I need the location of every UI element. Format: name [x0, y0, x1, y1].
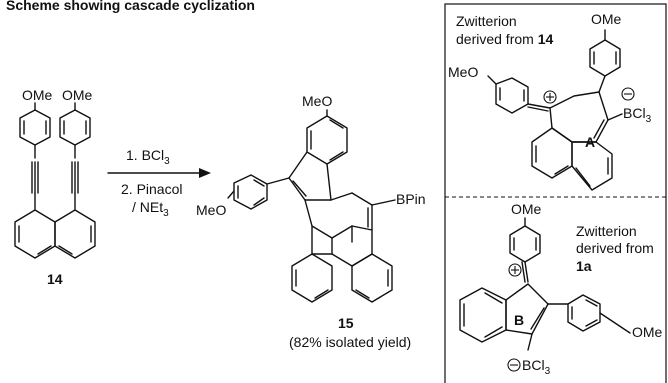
zwitterion-a-structure: [487, 29, 623, 191]
zwitterion-a-meo: MeO: [448, 64, 478, 80]
zwitterion-a-bcl3: BCl3: [623, 105, 652, 125]
zwitterion-b-plus-charge: [508, 263, 522, 277]
zwitterion-b-ring-label: B: [514, 312, 524, 328]
zwitterion-a-label-line-1: Zwitterion: [456, 13, 517, 29]
zwitterion-a-plus-charge: [543, 90, 557, 104]
zwitterion-b-minus-charge: [507, 358, 521, 372]
reaction-arrowhead: [199, 168, 211, 178]
product-meo-left: MeO: [196, 202, 226, 218]
product-compound-number: 15: [338, 315, 354, 331]
reactant-14-structure: [14, 102, 96, 259]
product-bpin: BPin: [396, 191, 426, 207]
condition-step-1: 1. BCl3: [126, 147, 170, 167]
zwitterion-b-label-line-2: derived from: [576, 240, 654, 256]
zwitterion-b-label-compound: 1a: [576, 258, 592, 274]
reactant-compound-number: 14: [47, 271, 63, 287]
product-15-structure: [227, 109, 396, 303]
condition-step-2-line-1: 2. Pinacol: [121, 181, 182, 197]
zwitterion-b-ome-right: OMe: [632, 324, 663, 340]
reactant-ome-right: OMe: [62, 87, 93, 103]
product-yield: (82% isolated yield): [289, 334, 411, 350]
zwitterion-a-ome: OMe: [591, 11, 622, 27]
zwitterion-a-minus-charge: [621, 87, 635, 101]
product-meo-top: MeO: [302, 93, 332, 109]
zwitterion-b-structure: [459, 217, 631, 351]
condition-step-2-line-2: / NEt3: [132, 199, 169, 219]
zwitterion-box: [444, 3, 667, 383]
reactant-ome-left: OMe: [22, 87, 53, 103]
zwitterion-a-ring-label: A: [585, 134, 595, 150]
zwitterion-b-bcl3: BCl3: [522, 357, 551, 377]
zwitterion-a-label-line-2: derived from 14: [456, 31, 553, 47]
scheme-header-partial: Scheme showing cascade cyclization: [6, 0, 255, 13]
zwitterion-b-label-line-1: Zwitterion: [576, 223, 637, 239]
zwitterion-b-ome-top: OMe: [511, 201, 542, 217]
